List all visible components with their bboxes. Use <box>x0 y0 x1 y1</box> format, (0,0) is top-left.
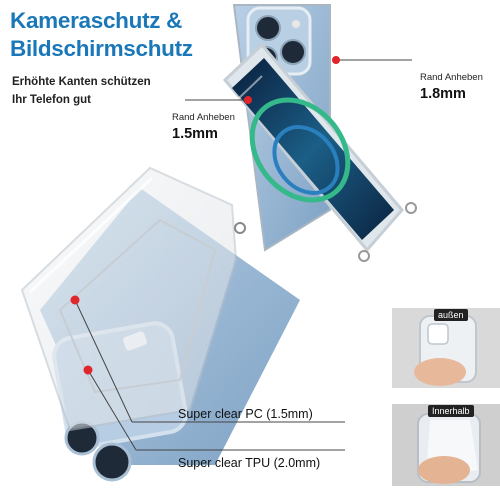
callout-top-value: 1.8mm <box>420 86 466 102</box>
subheadline-line-1: Erhöhte Kanten schützen <box>12 76 151 88</box>
callout-top-label: Rand Anheben <box>420 72 483 83</box>
spec-tpu: Super clear TPU (2.0mm) <box>178 456 321 470</box>
phone-front <box>222 42 417 262</box>
callout-top-line <box>332 56 412 64</box>
clear-case <box>20 166 246 432</box>
inset-inside <box>392 404 500 486</box>
headline-line-1: Kameraschutz & <box>10 8 183 33</box>
headline-line-2: Bildschirmschutz <box>10 36 193 61</box>
callout-pc-line <box>70 295 345 423</box>
subheadline-line-2: Ihr Telefon gut <box>12 94 92 106</box>
inset-inside-tag: Innerhalb <box>428 405 474 417</box>
spec-pc: Super clear PC (1.5mm) <box>178 407 313 421</box>
inset-outside <box>392 308 500 388</box>
callout-left-value: 1.5mm <box>172 126 218 142</box>
inset-outside-tag: außen <box>434 309 468 321</box>
callout-left-line <box>185 96 252 104</box>
callout-tpu-line <box>83 365 345 451</box>
callout-left-label: Rand Anheben <box>172 112 235 123</box>
